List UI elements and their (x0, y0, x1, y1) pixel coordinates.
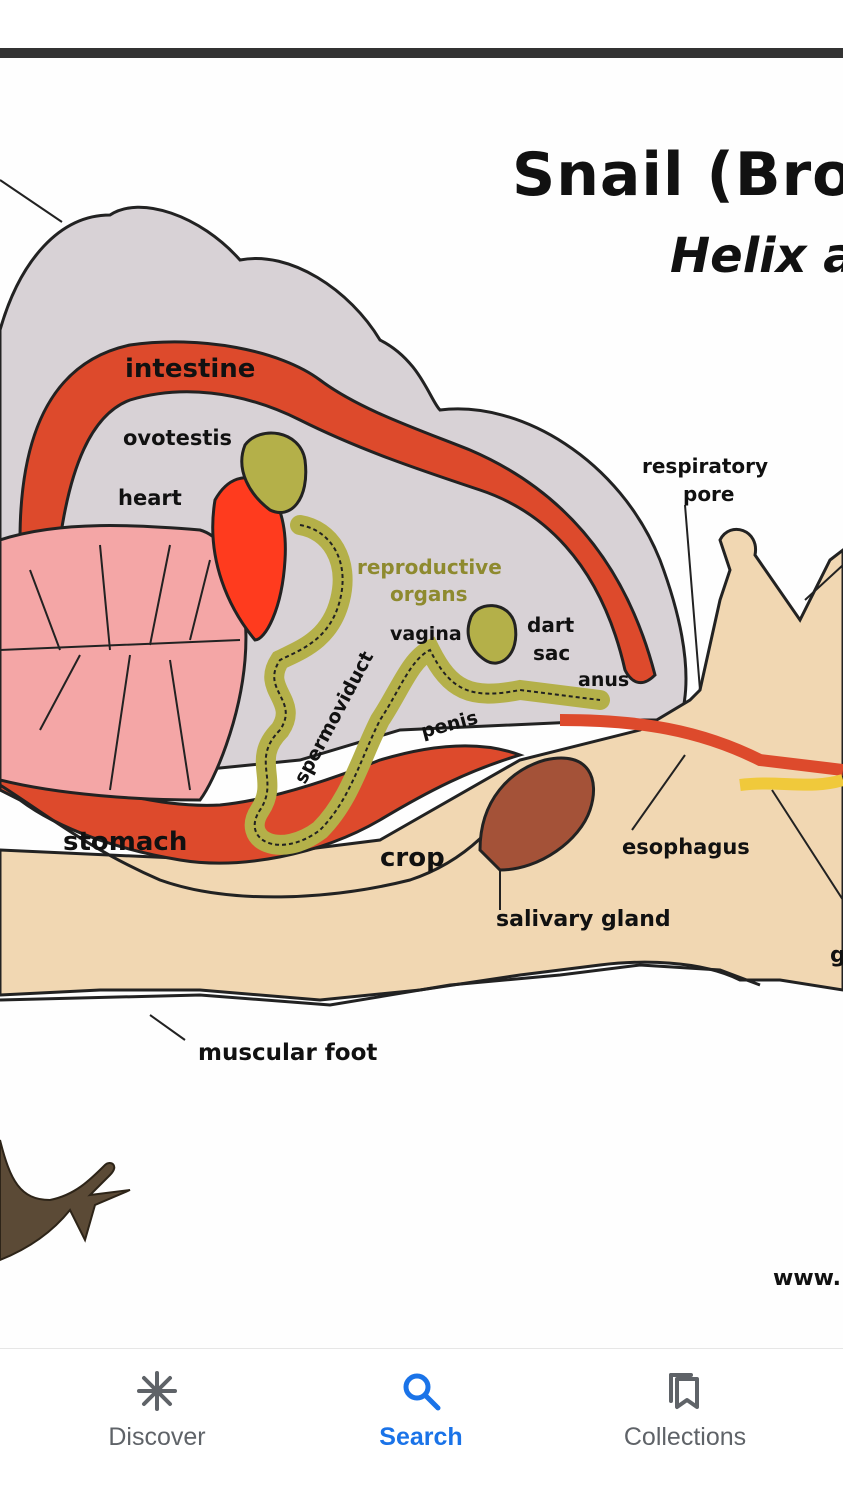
label-stomach: stomach (63, 827, 187, 857)
nav-search-label: Search (379, 1423, 463, 1451)
label-reproductive: reproductive (357, 555, 502, 579)
nav-collections[interactable]: Collections (585, 1349, 785, 1500)
label-heart: heart (118, 486, 182, 510)
label-pore: pore (683, 482, 734, 506)
nav-discover-label: Discover (108, 1423, 206, 1451)
source-url: www. (773, 1266, 841, 1291)
nav-search[interactable]: Search (321, 1349, 521, 1500)
label-respiratory: respiratory (642, 454, 768, 478)
diagram-title: Snail (Brow (512, 140, 843, 210)
label-dart: dart (527, 613, 575, 637)
salivary-gland-shape (478, 756, 595, 872)
label-esophagus: esophagus (622, 835, 750, 859)
snail-diagram: intestine ovotestis heart reproductive o… (0, 179, 843, 1262)
label-intestine: intestine (125, 354, 255, 384)
asterisk-icon (137, 1371, 177, 1411)
label-salivary-gland: salivary gland (496, 907, 671, 932)
snail-body (0, 527, 843, 1002)
label-vagina: vagina (390, 623, 462, 645)
intestine-shape (18, 340, 657, 685)
bookmarks-icon (665, 1371, 705, 1411)
nav-discover[interactable]: Discover (57, 1349, 257, 1500)
lung-shape (0, 524, 248, 802)
label-ovotestis: ovotestis (123, 426, 232, 450)
label-sac: sac (533, 641, 570, 665)
snail-photo-fragment (0, 1139, 131, 1262)
search-icon (401, 1371, 441, 1411)
top-bar (0, 0, 843, 48)
label-muscular-foot: muscular foot (198, 1040, 377, 1066)
diagram-subtitle: Helix a (670, 228, 843, 284)
label-anus: anus (578, 669, 629, 691)
bottom-navigation: Discover Search Collections (0, 1348, 843, 1500)
nav-collections-label: Collections (623, 1423, 747, 1451)
label-partial-g: g (830, 943, 843, 968)
label-crop: crop (380, 843, 445, 873)
label-organs: organs (390, 582, 468, 606)
snail-anatomy-image[interactable]: intestine ovotestis heart reproductive o… (0, 58, 843, 1348)
top-divider (0, 48, 843, 58)
